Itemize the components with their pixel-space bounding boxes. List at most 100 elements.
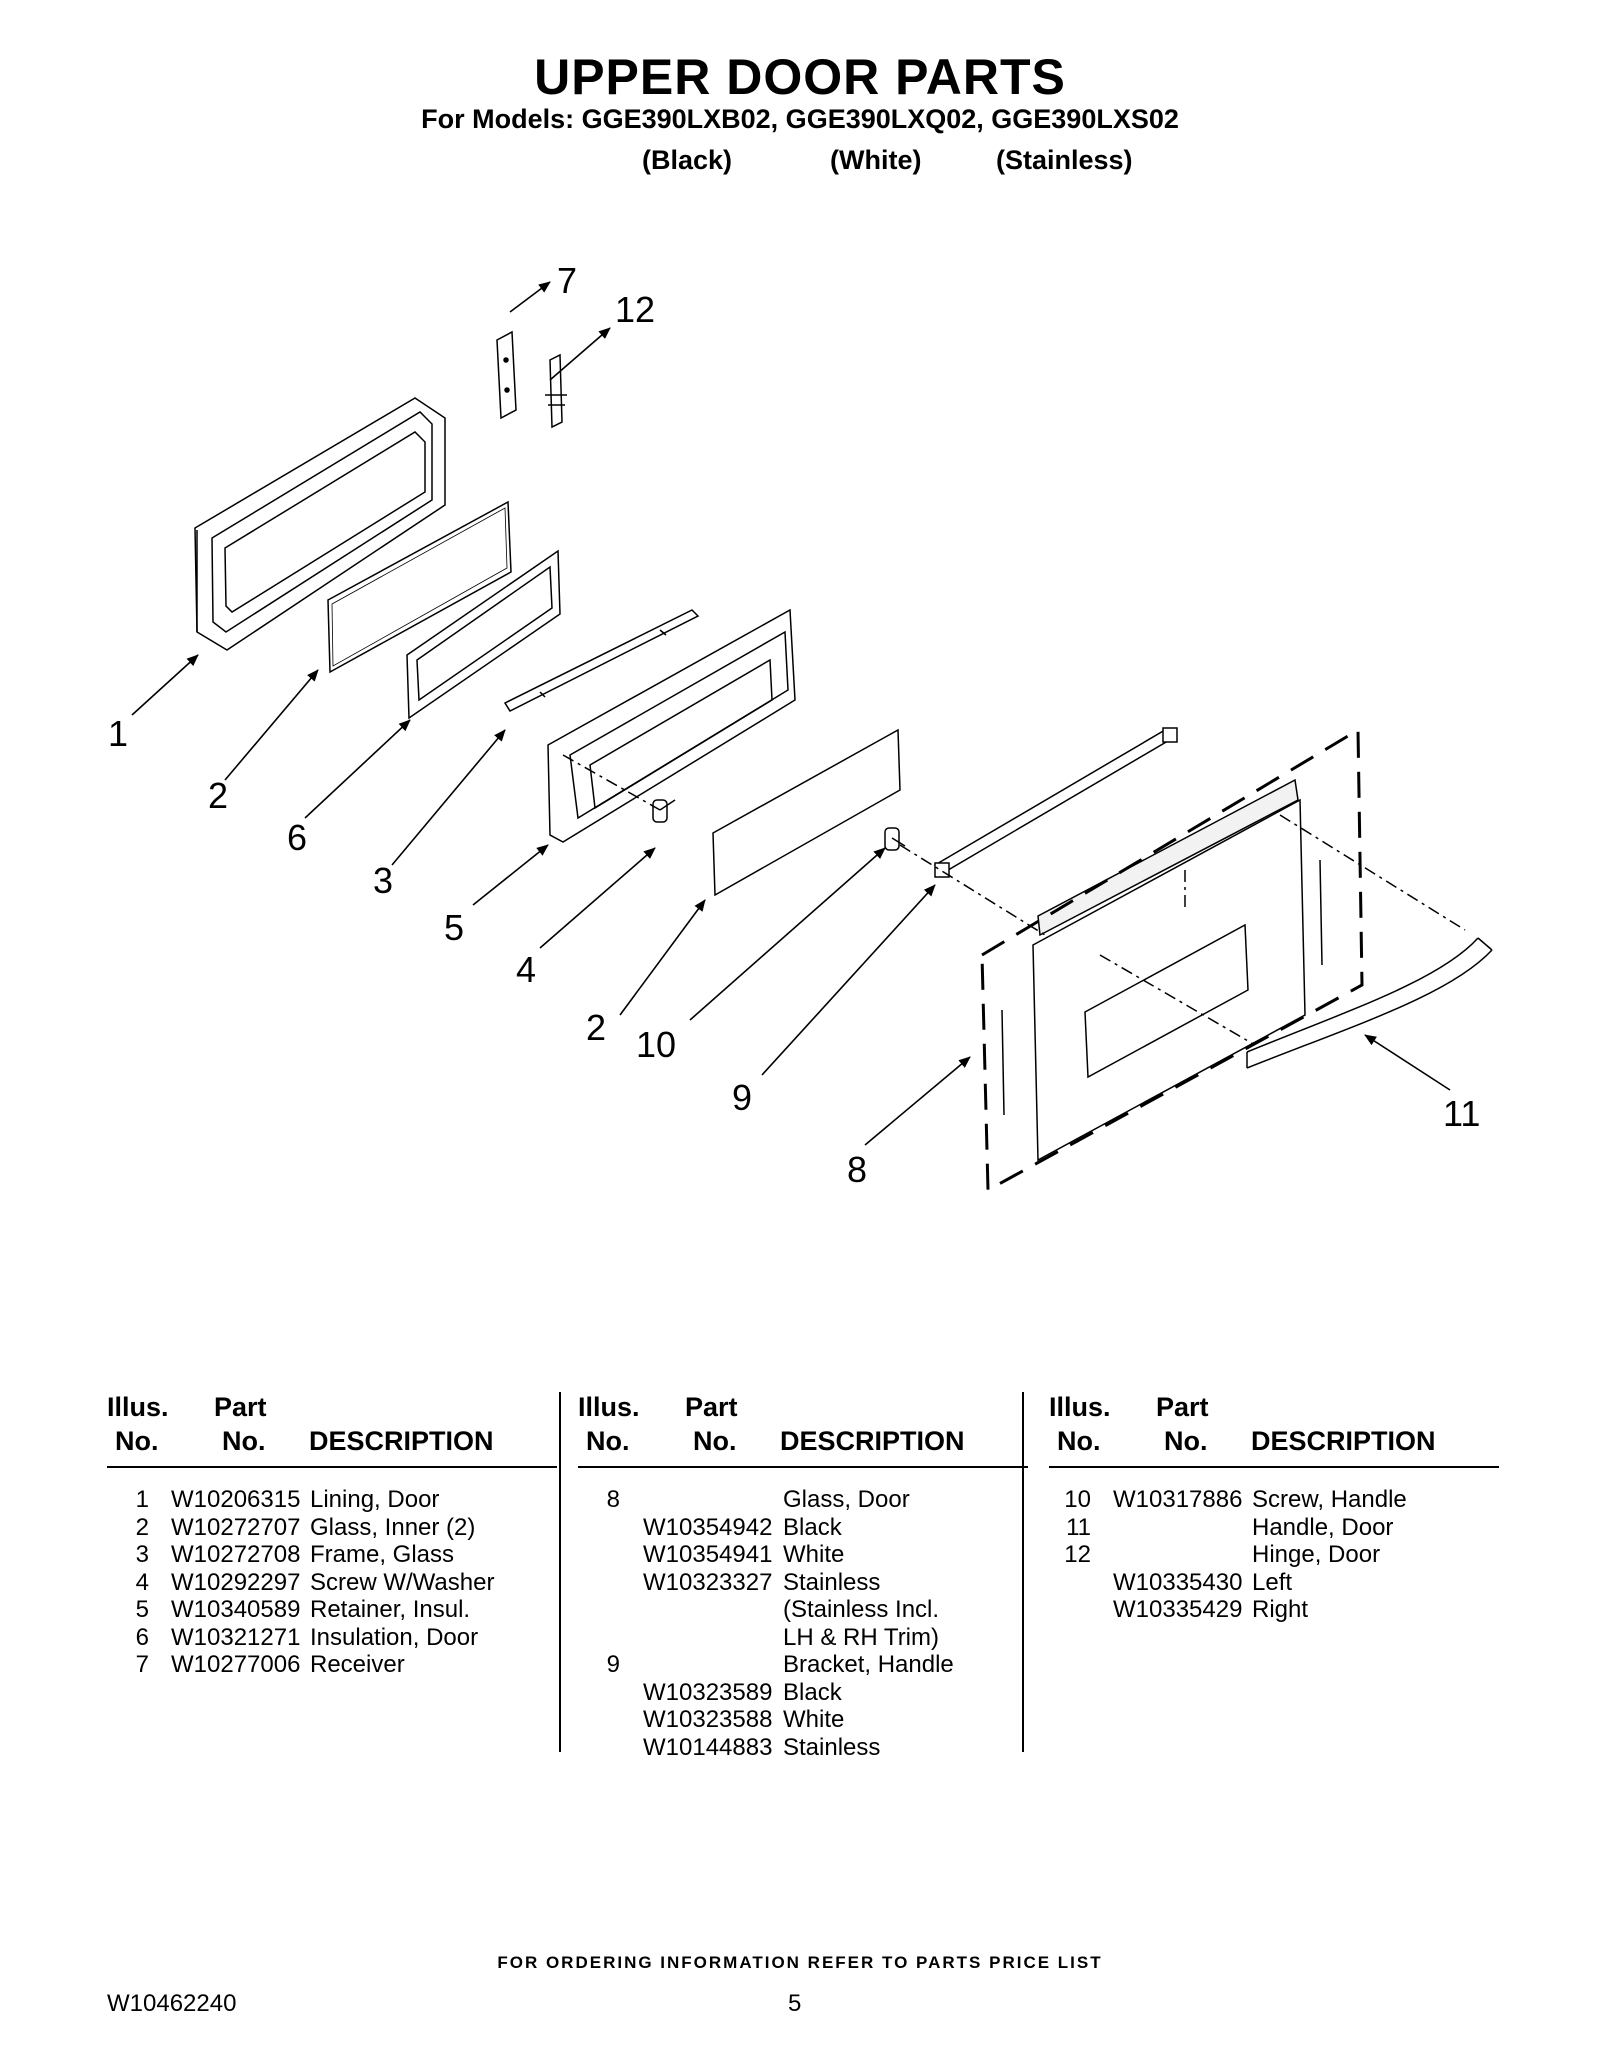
part-number: W10206315 [171, 1486, 301, 1513]
part-number: W10323589 [643, 1678, 773, 1706]
part-description: Glass, Inner (2) [310, 1513, 476, 1541]
part-header-line1: Part [214, 1392, 267, 1422]
illus-number: 6 [135, 1623, 149, 1651]
part-description: Frame, Glass [310, 1541, 455, 1568]
column-divider [1022, 1392, 1024, 1752]
callout-2-upper: 2 [208, 775, 228, 816]
receiver-part [496, 330, 517, 420]
part-number: W10272707 [171, 1513, 301, 1541]
description-header: DESCRIPTION [309, 1426, 494, 1456]
callout-9: 9 [732, 1077, 752, 1118]
handle-screw-part [884, 827, 906, 851]
ordering-note: FOR ORDERING INFORMATION REFER TO PARTS … [497, 1953, 1103, 1972]
door-handle-part [1246, 937, 1493, 1069]
callout-12: 12 [615, 289, 655, 330]
part-number: W10144883 [643, 1733, 773, 1761]
table-row: 9 Bracket, Handle [578, 1651, 1028, 1679]
callout-11: 11 [1443, 1093, 1480, 1134]
part-header-line2: No. [693, 1426, 737, 1456]
illus-number: 3 [135, 1541, 149, 1568]
document-number: W10462240 [107, 1990, 237, 2017]
parts-table-1: Illus. No. Part No. DESCRIPTION 1 W102063… [107, 1392, 557, 1679]
illus-number: 9 [606, 1651, 620, 1678]
inner-glass-upper-part [327, 500, 512, 674]
illus-number: 1 [135, 1486, 149, 1513]
door-insulation-part [406, 549, 561, 720]
table-header: Illus. No. Part No. DESCRIPTION [1049, 1392, 1499, 1468]
part-description: Retainer, Insul. [310, 1596, 471, 1623]
part-description: Receiver [310, 1651, 405, 1678]
callout-2-lower: 2 [586, 1007, 606, 1048]
part-header-line2: No. [222, 1426, 266, 1456]
column-divider [559, 1392, 561, 1752]
part-header-line1: Part [1156, 1392, 1209, 1422]
part-description: Lining, Door [310, 1486, 440, 1513]
color-stainless-label: (Stainless) [996, 145, 1133, 175]
callout-5: 5 [444, 907, 464, 948]
illus-number: 8 [606, 1486, 620, 1513]
door-lining-part [194, 397, 446, 651]
part-description: Stainless [783, 1733, 881, 1761]
part-number: W10277006 [171, 1651, 301, 1678]
part-number: W10335430 [1113, 1568, 1243, 1596]
part-description: Left [1252, 1568, 1293, 1596]
hinge-part [545, 353, 567, 429]
callout-8: 8 [847, 1149, 867, 1190]
table-row: W10323589 Black [578, 1679, 1028, 1707]
table-row: (Stainless Incl. [578, 1596, 1028, 1624]
callout-10: 10 [636, 1024, 676, 1065]
part-description: Screw W/Washer [310, 1568, 495, 1596]
part-description: White [783, 1706, 845, 1733]
part-number: W10323588 [643, 1706, 773, 1733]
part-description: Stainless [783, 1568, 881, 1596]
illus-header-line1: Illus. [107, 1392, 169, 1422]
part-description: Bracket, Handle [783, 1651, 954, 1678]
part-header-line1: Part [685, 1392, 738, 1422]
table-header: Illus. No. Part No. DESCRIPTION [107, 1392, 557, 1468]
part-description: Black [783, 1513, 842, 1541]
table-row: 1 W10206315 Lining, Door [107, 1486, 557, 1514]
illus-number: 4 [135, 1568, 149, 1596]
part-number: W10292297 [171, 1568, 301, 1596]
callout-1: 1 [108, 713, 128, 754]
color-black-label: (Black) [642, 145, 733, 175]
part-description: Insulation, Door [310, 1623, 479, 1651]
table-row: 7 W10277006 Receiver [107, 1651, 557, 1679]
part-description: Screw, Handle [1252, 1486, 1407, 1513]
alignment-lines [562, 754, 1466, 1046]
models-subtitle: For Models: GGE390LXB02, GGE390LXQ02, GG… [421, 104, 1179, 134]
page-title: UPPER DOOR PARTS [534, 49, 1066, 105]
table-row: W10323588 White [578, 1706, 1028, 1734]
description-header: DESCRIPTION [1251, 1426, 1436, 1456]
illus-number: 11 [1066, 1513, 1091, 1541]
handle-bracket-part [933, 727, 1178, 878]
callout-arrows [131, 281, 1451, 1146]
table-row: 3 W10272708 Frame, Glass [107, 1541, 557, 1569]
assembly-outline [980, 727, 1364, 1193]
part-number: W10272708 [171, 1541, 301, 1568]
illus-header-line1: Illus. [1049, 1392, 1111, 1422]
illus-header-line2: No. [1057, 1426, 1101, 1456]
part-number: W10340589 [171, 1596, 301, 1623]
table-header: Illus. No. Part No. DESCRIPTION [578, 1392, 1028, 1468]
part-description: LH & RH Trim) [783, 1623, 939, 1651]
part-description: Black [783, 1678, 842, 1706]
part-number: W10354941 [643, 1541, 773, 1568]
illus-header-line1: Illus. [578, 1392, 640, 1422]
illus-number: 7 [135, 1651, 149, 1678]
illus-header-line2: No. [115, 1426, 159, 1456]
outer-door-glass-part [1001, 778, 1323, 1162]
part-header-line2: No. [1164, 1426, 1208, 1456]
